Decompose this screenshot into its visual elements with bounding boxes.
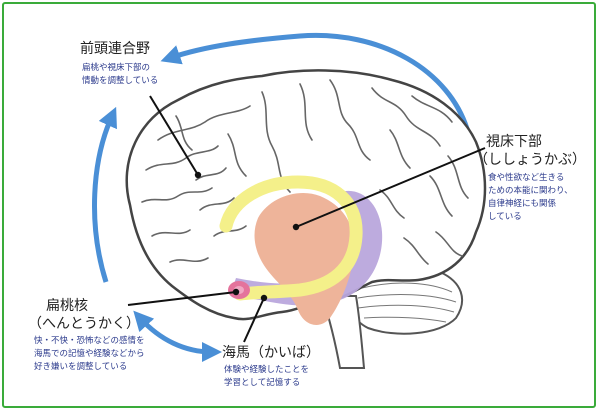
prefrontal-desc-2: 情動を調整している [82,76,159,86]
cycle-arrow-top [160,32,471,133]
hypothalamus-desc-2: ための本能に関わり、 [488,186,573,196]
cerebellum [347,266,464,335]
hippocampus-desc-2: 学習として記憶する [224,378,301,388]
amygdala-title: 扁桃核 [46,298,88,314]
cycle-arrow-bottom [133,310,222,362]
prefrontal-title: 前頭連合野 [80,41,150,57]
dot-hippocampus [260,294,268,302]
leader-hippocampus [243,297,265,343]
amygdala-desc-3: 好き嫌いを調整している [34,362,128,372]
hypothalamus-desc-3: 自律神経にも関係 [488,199,557,209]
dot-prefrontal [194,171,202,179]
hypothalamus-desc-4: している [488,212,522,222]
hippocampus-title: 海馬（かいば） [222,345,320,361]
leader-prefrontal [149,95,199,176]
cycle-arrow-left [92,106,117,283]
amygdala-desc-2: 海馬での記憶や経験などから [34,349,145,359]
hypothalamus-reading: （ししょうかぶ） [474,152,586,168]
dot-hypothalamus [292,223,300,231]
leader-hypothalamus [295,147,486,228]
leader-amygdala [127,291,237,306]
hypothalamus-title: 視床下部 [486,134,542,150]
hypothalamus [254,192,355,325]
hypothalamus-desc-1: 食や性欲など生きる [488,173,565,183]
hippocampus-desc-1: 体験や経験したことを [224,365,310,375]
amygdala-desc-1: 快・不快・恐怖などの感情を [34,336,145,346]
prefrontal-desc-1: 扁桃や視床下部の [82,63,151,73]
amygdala-reading: （へんとうかく） [28,316,140,332]
thalamus-ring [219,175,363,301]
dot-amygdala [232,288,240,296]
